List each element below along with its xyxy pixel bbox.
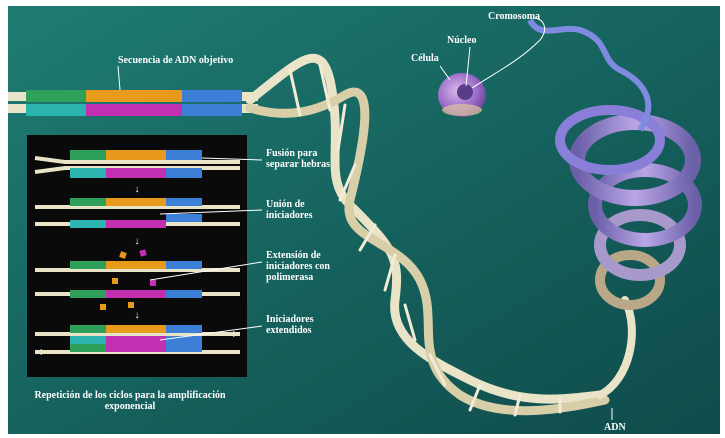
cell-label: Célula (411, 53, 439, 64)
chromosome-label: Cromosoma (488, 11, 540, 22)
cycle-caption: Repetición de los ciclos para la amplifi… (30, 390, 230, 412)
dna-label: ADN (604, 422, 626, 433)
step-melting-label: Fusión para separar hebras (266, 148, 336, 170)
step-extension-label: Extensión de iniciadores con polimerasa (266, 250, 336, 283)
pcr-steps-panel: ↓ ↓ (27, 135, 262, 377)
svg-text:↓: ↓ (135, 184, 140, 195)
step-annealing-label: Unión de iniciadores (266, 199, 336, 221)
target-sequence-label: Secuencia de ADN objetivo (118, 55, 233, 66)
svg-text:↓: ↓ (135, 310, 140, 321)
step-extended-label: Iniciadores extendidos (266, 314, 336, 336)
svg-text:↓: ↓ (135, 236, 140, 247)
nucleus-label: Núcleo (447, 35, 476, 46)
